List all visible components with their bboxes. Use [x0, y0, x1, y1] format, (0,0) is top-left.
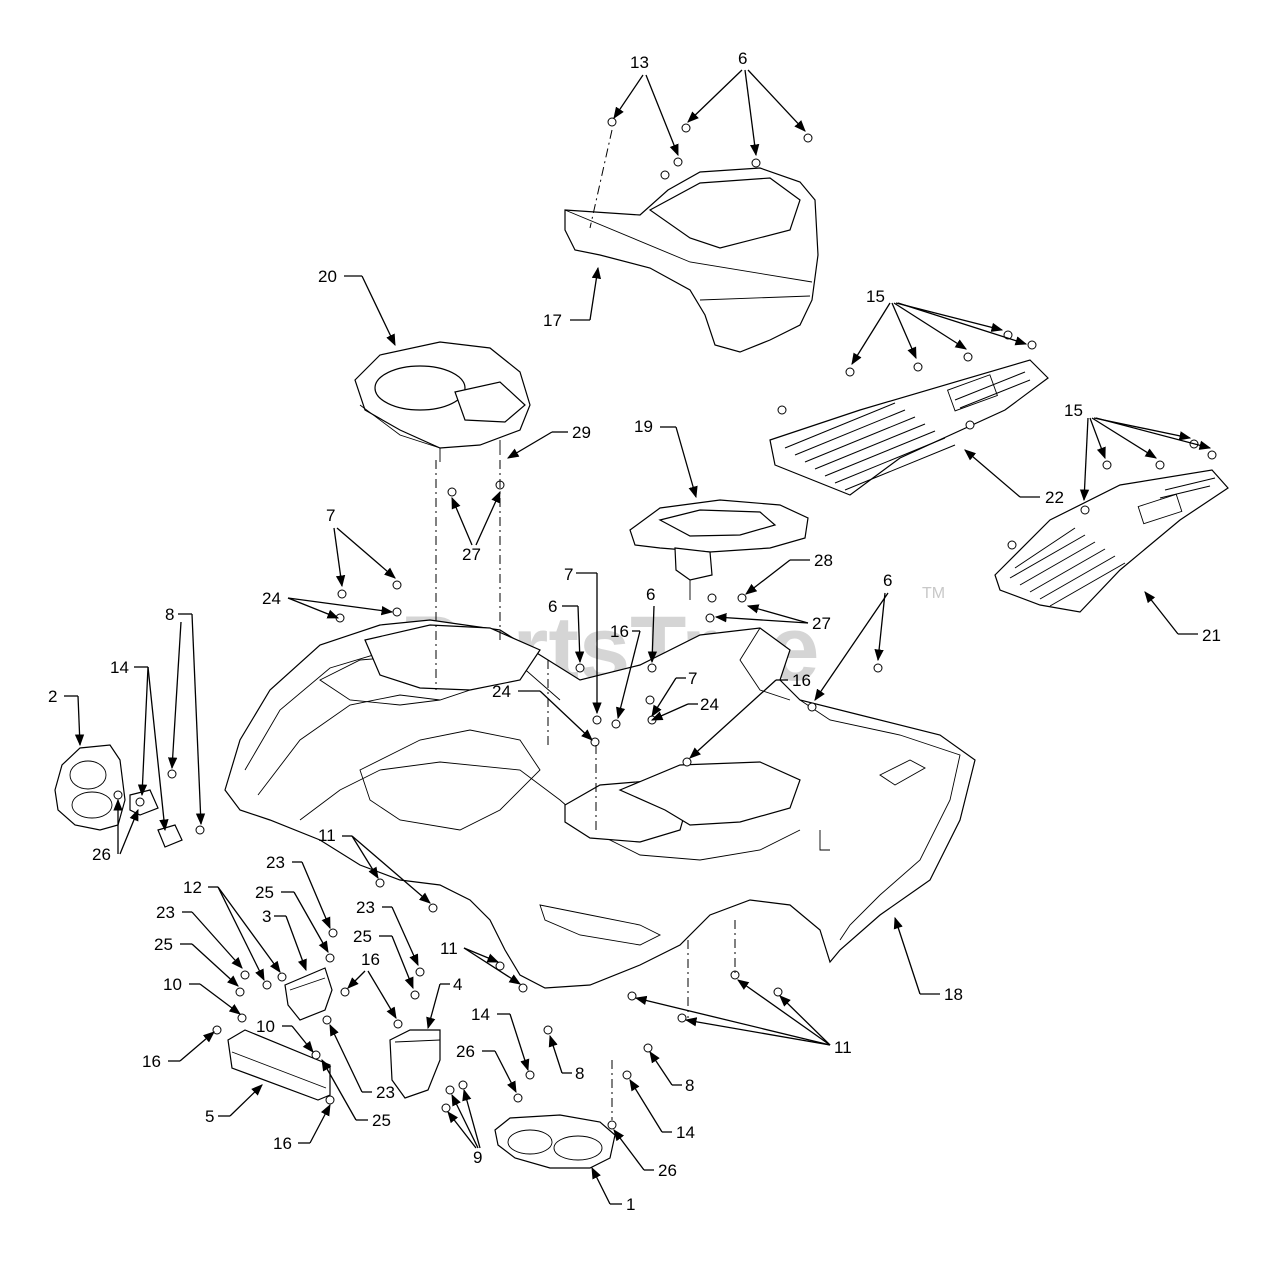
- part-22-floor-mat: [769, 359, 1049, 496]
- callout-20: 20: [318, 267, 337, 286]
- callout-24-left: 24: [262, 589, 281, 608]
- callout-4: 4: [453, 975, 462, 994]
- callout-16-center: 16: [610, 622, 629, 641]
- callout-25-d: 25: [372, 1111, 391, 1130]
- callout-10-a: 10: [163, 975, 182, 994]
- callout-11-top: 11: [318, 826, 336, 845]
- callout-9: 9: [473, 1148, 482, 1167]
- callout-29: 29: [572, 423, 591, 442]
- callout-25-a: 25: [255, 883, 274, 902]
- callout-6-right: 6: [883, 571, 892, 590]
- callout-16-mid: 16: [361, 950, 380, 969]
- callout-17: 17: [543, 311, 562, 330]
- callout-24-center: 24: [492, 682, 511, 701]
- callout-13: 13: [630, 53, 649, 72]
- callout-23-c: 23: [356, 898, 375, 917]
- callout-7-right: 7: [688, 669, 697, 688]
- callout-27-upper: 27: [462, 545, 481, 564]
- callout-6-top: 6: [738, 49, 747, 68]
- callout-11-right: 11: [834, 1038, 852, 1057]
- part-20-seat-pod: [354, 341, 531, 462]
- callout-14-right: 14: [676, 1123, 695, 1142]
- callout-16-left: 16: [142, 1052, 161, 1071]
- callout-14-bottom: 14: [471, 1005, 490, 1024]
- callout-5: 5: [205, 1107, 214, 1126]
- callout-21: 21: [1202, 626, 1221, 645]
- callout-6-a: 6: [548, 597, 557, 616]
- callout-19: 19: [634, 417, 653, 436]
- callout-3: 3: [262, 907, 271, 926]
- callout-28: 28: [814, 551, 833, 570]
- callout-24-right: 24: [700, 695, 719, 714]
- callout-23-b: 23: [156, 903, 175, 922]
- assembly-lines: [435, 129, 736, 1120]
- part-19-console: [629, 499, 809, 600]
- callout-8-left: 8: [165, 605, 174, 624]
- callout-22: 22: [1045, 488, 1064, 507]
- callout-7-center: 7: [564, 565, 573, 584]
- callout-18: 18: [944, 985, 963, 1004]
- callout-25-c: 25: [154, 935, 173, 954]
- callout-23-d: 23: [376, 1083, 395, 1102]
- callout-15-upper: 15: [866, 287, 885, 306]
- callout-23-a: 23: [266, 853, 285, 872]
- part-5-plate: [227, 1029, 331, 1101]
- callout-15-lower: 15: [1064, 401, 1083, 420]
- callout-25-b: 25: [353, 927, 372, 946]
- callout-6-b: 6: [646, 585, 655, 604]
- callout-26-right: 26: [658, 1161, 677, 1180]
- callout-14-left: 14: [110, 658, 129, 677]
- callouts: 13 6 17 20 15 29 19 22 15: [48, 49, 1221, 1214]
- part-1-headlight-right: [494, 1114, 616, 1169]
- callout-8-mid: 8: [575, 1064, 584, 1083]
- callout-7-left: 7: [326, 506, 335, 525]
- part-17-cover: [564, 167, 819, 353]
- callout-26-mid: 26: [456, 1042, 475, 1061]
- callout-8-right: 8: [685, 1076, 694, 1095]
- callout-11-mid: 11: [440, 939, 458, 958]
- part-21-grip-pattern: [1009, 477, 1216, 607]
- callout-16-right: 16: [792, 671, 811, 690]
- callout-10-b: 10: [256, 1017, 275, 1036]
- part-22-grip-pattern: [784, 371, 1031, 491]
- callout-16-bottom: 16: [273, 1134, 292, 1153]
- callout-2: 2: [48, 687, 57, 706]
- part-18-body: [224, 619, 976, 989]
- part-21-floor-mat: [994, 469, 1229, 613]
- callout-26-left: 26: [92, 845, 111, 864]
- part-4-bracket: [389, 1029, 441, 1099]
- part-3-bracket: [284, 967, 333, 1021]
- part-2-headlight-left: [54, 744, 183, 848]
- callout-27-lower: 27: [812, 614, 831, 633]
- watermark-trademark: TM: [922, 585, 945, 602]
- callout-12: 12: [183, 878, 202, 897]
- hardware: [113, 117, 1217, 1130]
- callout-1: 1: [626, 1195, 635, 1214]
